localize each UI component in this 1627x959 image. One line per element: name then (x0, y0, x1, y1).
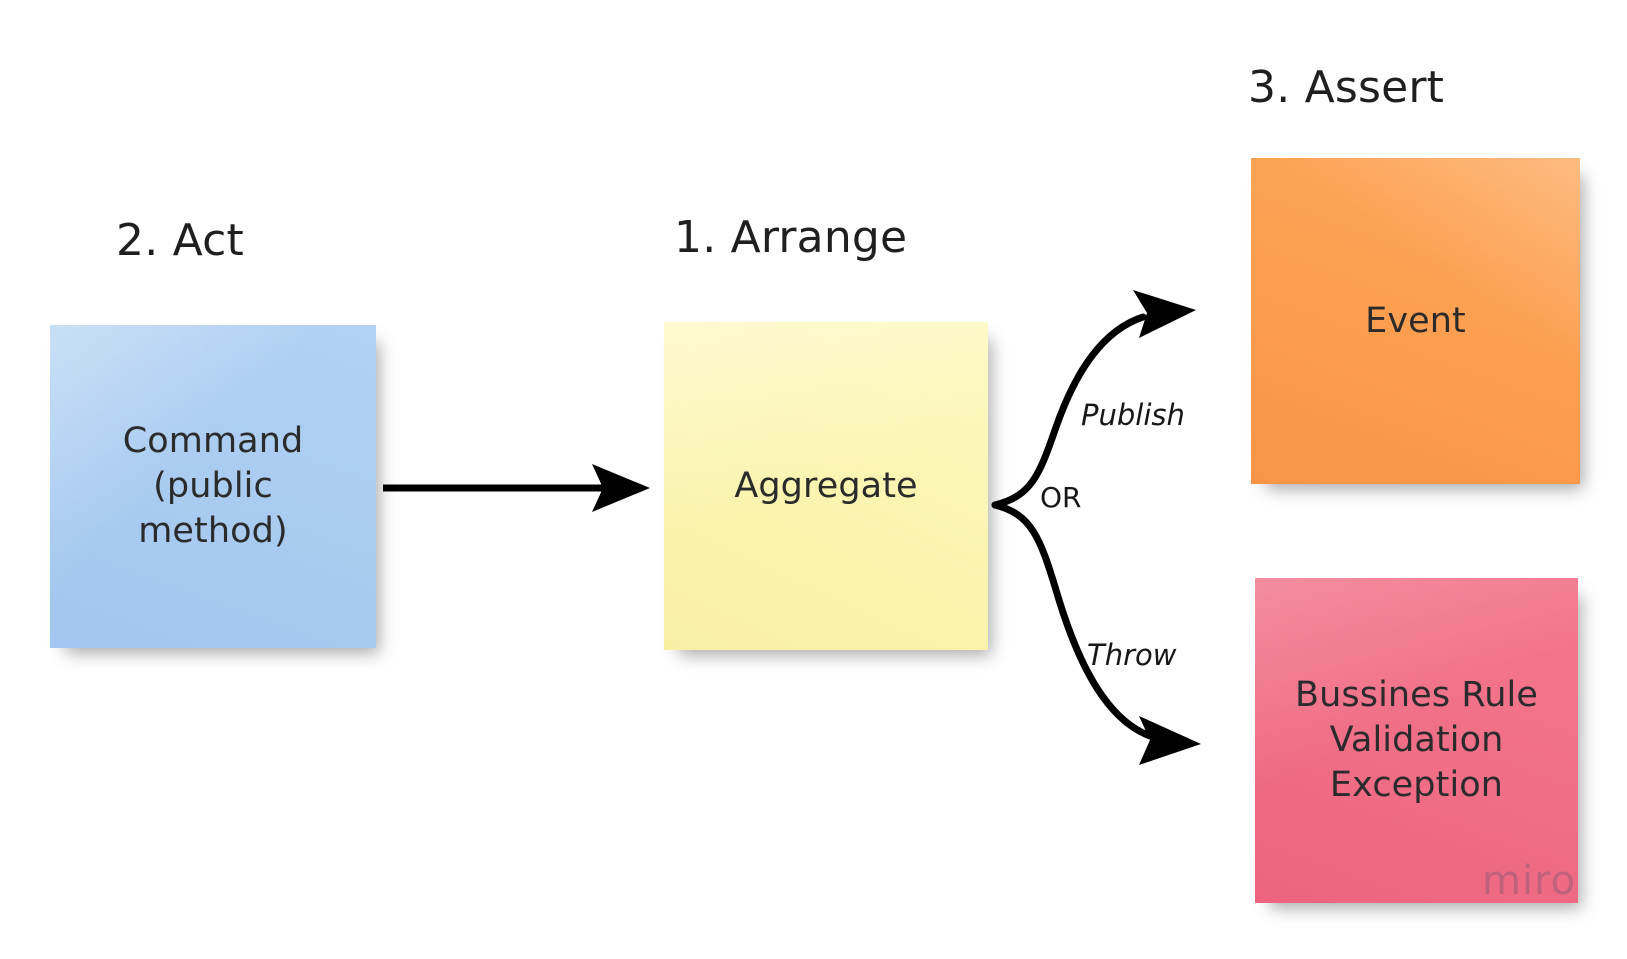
section-title-arrange: 1. Arrange (674, 212, 908, 263)
arrow-head-command-to-aggregate (592, 464, 650, 512)
sticky-note-aggregate-text: Aggregate (734, 465, 918, 506)
edge-label-publish: Publish (1081, 398, 1185, 432)
section-title-assert: 3. Assert (1248, 62, 1445, 113)
arrow-head-aggregate-to-exception (1139, 716, 1201, 765)
sticky-note-command[interactable]: Command (public method) (50, 325, 376, 648)
arrow-aggregate-to-exception (991, 501, 1201, 765)
sticky-note-command-text: Command (public method) (122, 421, 304, 551)
sticky-note-exception-text: Bussines Rule Validation Exception (1295, 675, 1538, 805)
sticky-note-event[interactable]: Event (1251, 158, 1580, 484)
section-title-act: 2. Act (116, 215, 244, 266)
edge-label-or: OR (1040, 481, 1082, 514)
sticky-note-business-rule-validation-exception[interactable]: Bussines Rule Validation Exception (1255, 578, 1578, 903)
miro-watermark: miro (1482, 858, 1577, 904)
arrow-head-aggregate-to-event (1133, 290, 1196, 338)
sticky-note-aggregate[interactable]: Aggregate (664, 322, 988, 650)
sticky-note-event-text: Event (1365, 300, 1466, 341)
edge-label-throw: Throw (1087, 638, 1177, 672)
arrow-command-to-aggregate (383, 464, 650, 512)
arrow-shaft-aggregate-to-exception (991, 501, 1154, 740)
